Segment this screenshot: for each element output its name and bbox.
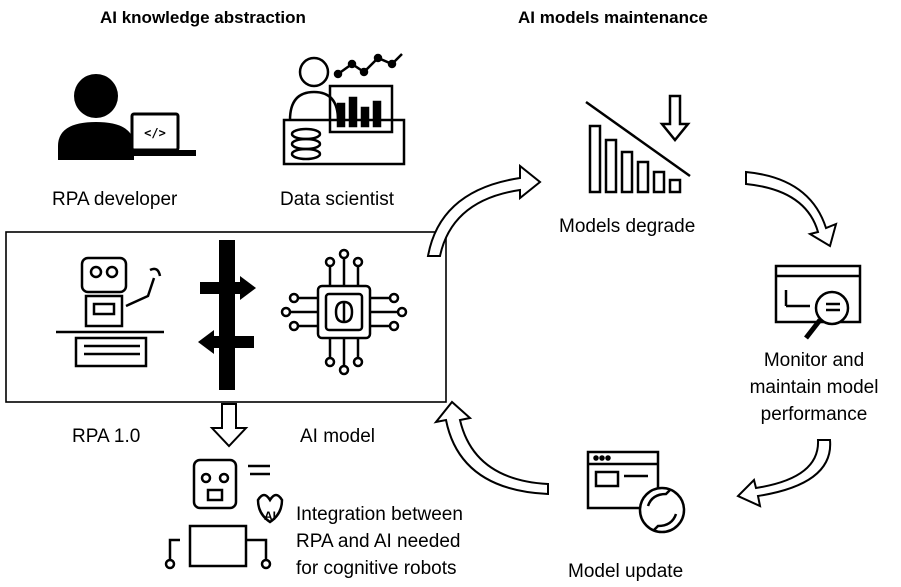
label-data-scientist: Data scientist [280,189,395,210]
heading-ai-knowledge-abstraction: AI knowledge abstraction [100,8,306,27]
monitor-performance-icon [774,264,862,340]
model-update-icon [586,450,686,534]
label-monitor-line2: maintain model [749,377,879,398]
label-ai-model: AI model [300,426,375,447]
cycle-arrow-to-box [433,400,549,496]
ai-badge-glyph: AI [264,509,276,523]
label-integration-line1: Integration between [296,504,463,525]
label-monitor-line3: performance [760,404,868,425]
rpa-developer-icon: </> [58,74,196,160]
exchange-arrows-icon [198,240,256,390]
models-degrade-icon [585,94,691,194]
label-integration-line2: RPA and AI needed [296,531,461,552]
label-integration-line3: for cognitive robots [296,558,457,579]
cycle-arrow-to-update [736,439,832,508]
label-rpa-1-0: RPA 1.0 [72,426,141,447]
data-scientist-icon [282,53,406,166]
cognitive-robot-icon [164,458,284,570]
label-monitor-line1: Monitor and [763,350,865,371]
ai-chip-icon [280,248,408,376]
label-models-degrade: Models degrade [559,216,696,237]
down-arrow [209,403,249,448]
label-model-update: Model update [568,561,684,582]
cycle-arrow-to-monitor [745,170,838,248]
heading-ai-models-maintenance: AI models maintenance [518,8,708,27]
cycle-arrow-to-degrade [426,163,542,257]
rpa-ai-box [5,231,447,403]
label-rpa-developer: RPA developer [52,189,178,210]
rpa-robot-icon [56,256,164,368]
code-glyph: </> [144,126,166,140]
